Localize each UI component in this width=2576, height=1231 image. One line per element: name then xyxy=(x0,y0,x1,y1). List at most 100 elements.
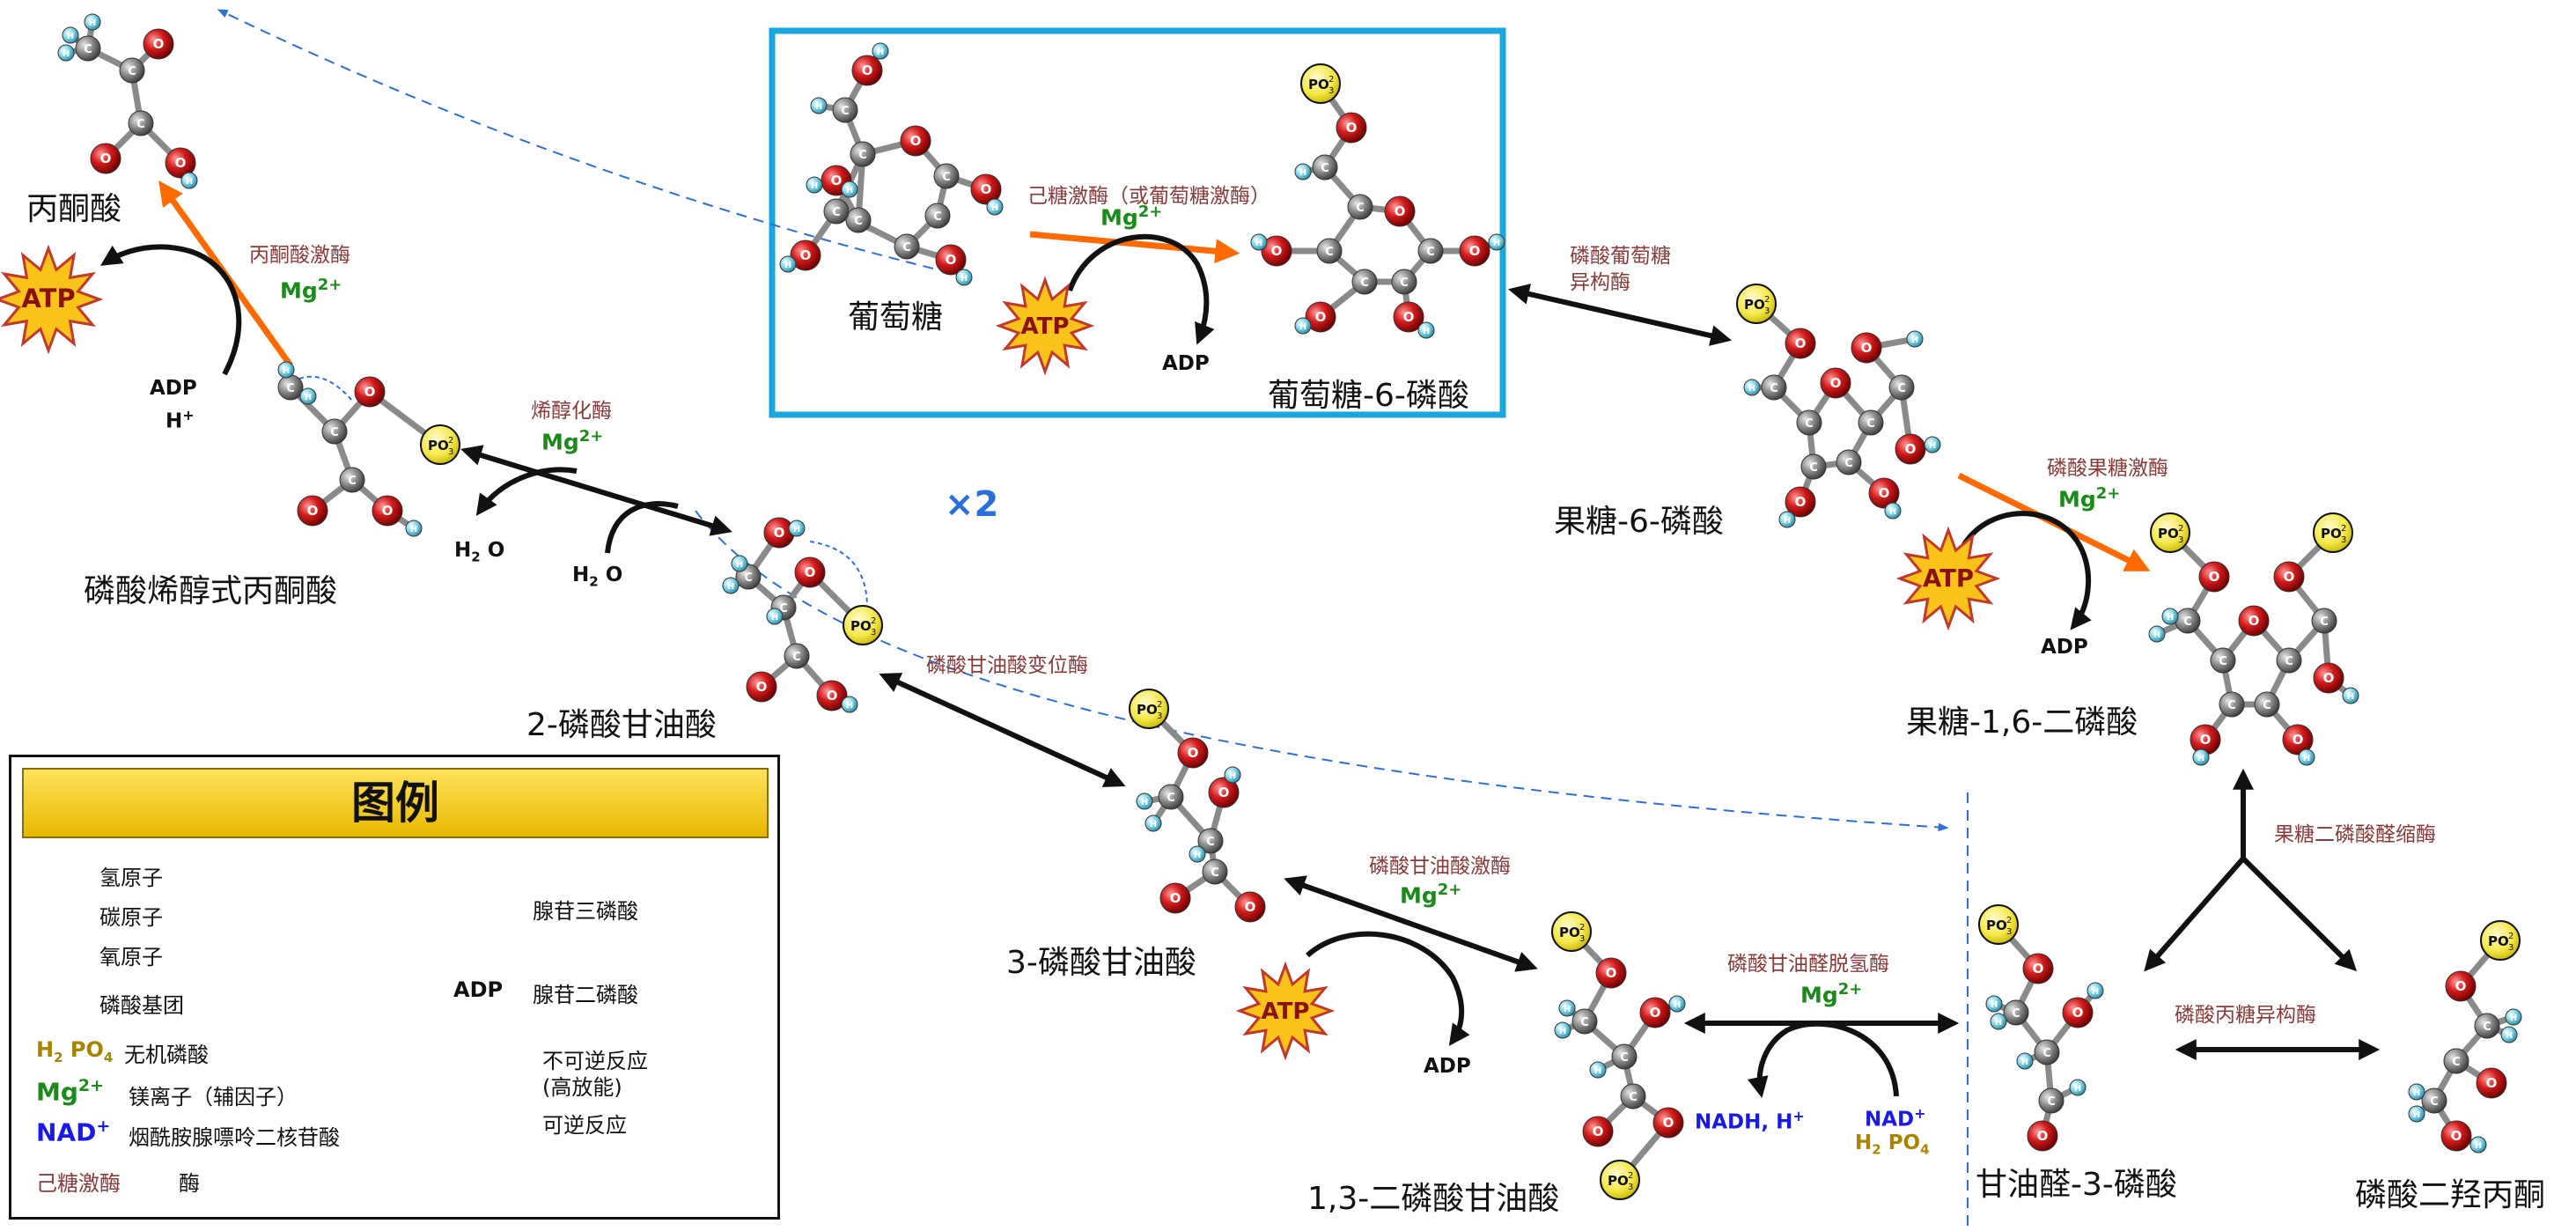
oxygen-atom: O xyxy=(794,557,826,588)
nad-curve-gapdh xyxy=(1747,1021,1899,1099)
svg-text:ATP: ATP xyxy=(21,284,75,313)
svg-text:H: H xyxy=(2347,692,2354,702)
svg-text:O: O xyxy=(2284,569,2295,585)
svg-text:H: H xyxy=(793,525,800,534)
svg-text:C: C xyxy=(1580,1016,1589,1029)
label-bpg: 1,3-二磷酸甘油酸 xyxy=(1307,1181,1560,1217)
legend-adp: 腺苷二磷酸 xyxy=(533,983,638,1007)
svg-text:C: C xyxy=(286,382,295,395)
hydrogen-atom: H xyxy=(57,44,75,62)
hydrogen-atom: H xyxy=(872,42,889,60)
oxygen-atom: O xyxy=(297,495,328,527)
svg-text:O: O xyxy=(2209,569,2220,585)
svg-text:2: 2 xyxy=(1628,1171,1633,1181)
oxygen-atom: O xyxy=(2190,724,2221,756)
svg-text:O: O xyxy=(2451,1128,2462,1144)
hydrogen-atom: H xyxy=(1144,815,1162,832)
hydrogen-atom: H xyxy=(277,361,295,379)
hydrogen-atom: H xyxy=(1224,766,1241,784)
svg-text:H: H xyxy=(1299,168,1306,178)
svg-text:2: 2 xyxy=(1579,923,1585,932)
legend-inorganic-phosphate: 无机磷酸 xyxy=(124,1043,209,1067)
svg-text:H: H xyxy=(283,366,290,376)
enzyme-hexokinase: 己糖激酶（或葡萄糖激酶） xyxy=(1027,185,1270,208)
label-3pg: 3-磷酸甘油酸 xyxy=(1006,945,1196,981)
svg-text:H: H xyxy=(1150,820,1157,829)
adp-pfk: ADP xyxy=(2041,636,2088,659)
svg-text:O: O xyxy=(756,679,768,695)
svg-text:C: C xyxy=(2047,1095,2056,1109)
svg-text:O: O xyxy=(1188,745,1199,761)
legend-adp-symbol: ADP xyxy=(453,977,504,1002)
carbon-atom: C xyxy=(2038,1087,2064,1114)
svg-text:O: O xyxy=(2248,613,2260,629)
svg-text:O: O xyxy=(1795,335,1807,351)
oxygen-atom: O xyxy=(2440,1120,2472,1152)
carbon-atom: C xyxy=(1197,828,1224,854)
carbon-atom: C xyxy=(832,97,858,123)
svg-text:3: 3 xyxy=(1764,306,1770,316)
svg-text:H: H xyxy=(811,181,818,191)
hydrogen-atom: H xyxy=(841,696,858,713)
svg-text:H: H xyxy=(2303,754,2310,763)
hydrogen-atom: H xyxy=(180,172,198,189)
carbon-atom: C xyxy=(1351,269,1378,295)
svg-text:C: C xyxy=(1206,836,1215,849)
legend-atp: 腺苷三磷酸 xyxy=(533,899,638,924)
svg-text:2: 2 xyxy=(1764,295,1770,305)
oxygen-atom: O xyxy=(2238,605,2270,637)
hydrogen-atom: H xyxy=(806,176,823,194)
svg-text:H: H xyxy=(815,102,822,112)
hydrogen-atom: H xyxy=(955,269,973,286)
svg-text:2: 2 xyxy=(2006,916,2012,925)
svg-text:O: O xyxy=(2455,978,2467,994)
svg-text:H: H xyxy=(736,560,743,570)
hydrogen-atom: H xyxy=(1294,163,1312,181)
oxygen-atom: O xyxy=(1459,235,1490,267)
legend: 图例 氢原子 碳原子 氧原子 磷酸基团 H2 PO4 无机磷酸 Mg2+ 镁离子… xyxy=(9,755,780,1220)
hydrogen-atom: H xyxy=(1554,1021,1571,1039)
hydrogen-atom: H xyxy=(779,255,797,273)
hydrogen-atom: H xyxy=(2192,748,2210,766)
enzyme-aldolase: 果糖二磷酸醛缩酶 xyxy=(2274,823,2436,846)
svg-text:O: O xyxy=(981,181,992,197)
svg-text:C: C xyxy=(1167,792,1175,805)
svg-text:PO: PO xyxy=(1559,925,1580,940)
hydrogen-atom: H xyxy=(1488,233,1505,251)
oxygen-atom: O xyxy=(143,28,174,60)
carbon-atom: C xyxy=(823,198,850,225)
svg-text:H: H xyxy=(960,274,968,284)
svg-text:C: C xyxy=(854,215,863,228)
atp-curve-pgk xyxy=(1306,931,1470,1046)
svg-text:3: 3 xyxy=(1157,711,1162,721)
carbon-atom: C xyxy=(277,374,304,401)
hydrogen-atom: H xyxy=(1189,845,1206,863)
svg-text:O: O xyxy=(827,688,838,704)
hydrogen-atom: H xyxy=(1294,317,1312,335)
arrow-pgk xyxy=(1284,875,1538,972)
svg-text:C: C xyxy=(1866,417,1875,431)
label-pyruvate: 丙酮酸 xyxy=(26,191,122,227)
svg-text:2: 2 xyxy=(1157,700,1162,710)
arrow-g6p-f6p xyxy=(1507,284,1733,346)
label-dhap: 磷酸二羟丙酮 xyxy=(2355,1177,2546,1213)
carbon-atom: C xyxy=(1202,859,1228,885)
oxygen-atom: O xyxy=(970,173,1002,205)
svg-text:ATP: ATP xyxy=(1021,313,1070,340)
enzyme-pfk: 磷酸果糖激酶 xyxy=(2047,457,2168,480)
svg-text:H: H xyxy=(991,203,998,213)
water-left: H2 O xyxy=(454,539,505,565)
svg-text:O: O xyxy=(1861,340,1873,356)
oxygen-atom: O xyxy=(1261,235,1292,267)
carbon-atom: C xyxy=(2276,647,2302,674)
svg-text:H: H xyxy=(1889,507,1896,517)
carbon-atom: C xyxy=(1347,194,1373,220)
svg-text:C: C xyxy=(136,118,145,131)
svg-text:C: C xyxy=(1897,382,1906,395)
enzyme-pgk: 磷酸甘油酸激酶 xyxy=(1369,855,1511,878)
svg-text:O: O xyxy=(2037,1128,2049,1144)
svg-text:C: C xyxy=(832,206,841,219)
